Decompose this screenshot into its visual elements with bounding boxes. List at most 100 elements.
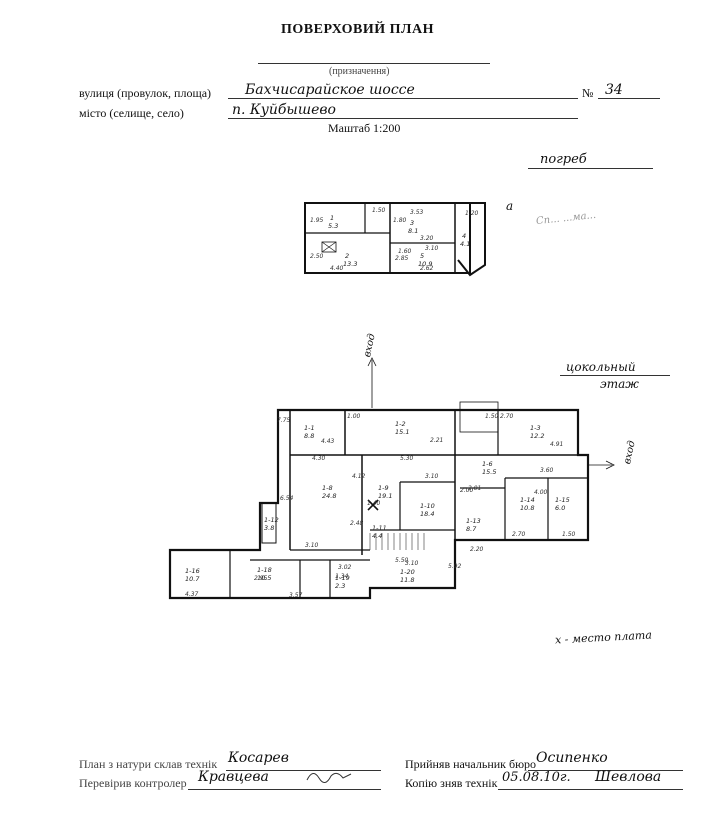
ground-room-id: 1-13 bbox=[466, 517, 481, 525]
ground-room-area: 10.7 bbox=[185, 575, 200, 583]
ground-dimension: 5.92 bbox=[448, 563, 462, 570]
ground-dimension: 4.30 bbox=[312, 455, 326, 462]
basement-dimension: 4.40 bbox=[330, 265, 344, 272]
ground-room-area: 15.1 bbox=[395, 428, 409, 436]
ground-dimension: 2.00 bbox=[460, 487, 474, 494]
basement-dimension: 1.95 bbox=[310, 217, 324, 224]
ground-dimension: 3.10 bbox=[305, 542, 319, 549]
copy-label: Копію зняв технік bbox=[405, 776, 498, 790]
basement-room-area: 13.3 bbox=[343, 260, 357, 268]
ground-dimension: 1.34 bbox=[335, 573, 349, 580]
ground-dimension: 3.60 bbox=[540, 467, 554, 474]
ground-room-area: 2.3 bbox=[335, 582, 345, 590]
ground-room-id: 1-10 bbox=[420, 502, 435, 510]
copy-line bbox=[498, 789, 683, 790]
ground-room-id: 1-2 bbox=[395, 420, 406, 428]
basement-dimension: 1.50 bbox=[372, 207, 386, 214]
basement-dimension: 2.62 bbox=[420, 265, 434, 272]
checker-signature bbox=[305, 766, 355, 786]
basement-room-id: 5 bbox=[420, 252, 424, 260]
basement-dimension: 2.50 bbox=[310, 253, 324, 260]
ground-dimension: 1.50 bbox=[562, 531, 576, 538]
basement-title-line bbox=[528, 168, 653, 169]
checked-line bbox=[188, 789, 381, 790]
ground-dimension: 4.00 bbox=[534, 489, 548, 496]
ground-dimension: 2.70 bbox=[500, 413, 514, 420]
ground-dimension: 4.37 bbox=[185, 591, 199, 598]
basement-room-area: 10.9 bbox=[418, 260, 432, 268]
ground-dimension: 4.91 bbox=[550, 441, 563, 448]
basement-dimension: 3.53 bbox=[410, 209, 424, 216]
ground-dimension: 6.54 bbox=[280, 495, 294, 502]
ground-dimension: 3.10 bbox=[425, 473, 439, 480]
drew-label: План з натури склав технік bbox=[79, 757, 218, 771]
place-line bbox=[228, 118, 578, 119]
ground-room-area: 12.2 bbox=[530, 432, 544, 440]
ground-dimension: 2.21 bbox=[430, 437, 443, 444]
ground-room-id: 1-3 bbox=[530, 424, 541, 432]
ground-dimension: 1.00 bbox=[347, 413, 361, 420]
ground-dimension: 3.10 bbox=[405, 560, 419, 567]
basement-room-id: 4 bbox=[462, 232, 466, 240]
ground-room-area: 24.8 bbox=[322, 492, 336, 500]
ground-room-id: 1-14 bbox=[520, 496, 535, 504]
ground-room-area: 8.8 bbox=[304, 432, 314, 440]
basement-room-id: 1 bbox=[330, 214, 334, 222]
purpose-line bbox=[258, 63, 490, 64]
ground-room-id: 1-6 bbox=[482, 460, 493, 468]
meeting-place-mark bbox=[367, 499, 379, 511]
ground-floor-plan bbox=[168, 357, 615, 600]
ground-room-id: 1-19 bbox=[335, 574, 350, 582]
drew-line bbox=[226, 770, 381, 771]
ground-dimension: 7.75 bbox=[277, 417, 291, 424]
basement-mark: а bbox=[506, 199, 514, 213]
basement-room-area: 8.1 bbox=[408, 227, 418, 235]
number-line bbox=[598, 98, 660, 99]
page-title: ПОВЕРХОВИЙ ПЛАН bbox=[281, 22, 434, 37]
number-label: № bbox=[582, 86, 594, 100]
ground-room-id: 1-16 bbox=[185, 567, 200, 575]
ground-room-id: 1-12 bbox=[264, 516, 279, 524]
ground-dimension: 1.50 bbox=[485, 413, 499, 420]
ground-room-id: 1-8 bbox=[322, 484, 333, 492]
ground-dimension: 2.95 bbox=[254, 575, 268, 582]
ground-room-area: 10.5 bbox=[257, 574, 271, 582]
accepted-value: Осипенко bbox=[536, 750, 608, 766]
basement-dimension: 3.10 bbox=[425, 245, 439, 252]
basement-room-area: 4.1 bbox=[460, 240, 470, 248]
ground-room-area: 11.8 bbox=[400, 576, 414, 584]
checked-label: Перевірив контролер bbox=[79, 776, 187, 790]
ground-dimension: 2.01 bbox=[468, 485, 481, 492]
ground-dimension: 2.48 bbox=[350, 520, 364, 527]
ground-room-area: 8.7 bbox=[466, 525, 477, 533]
ground-dimension: 2.20 bbox=[470, 546, 484, 553]
ground-room-id: 1-20 bbox=[400, 568, 415, 576]
checked-value: Кравцева bbox=[198, 769, 269, 785]
ground-dimension: 4.12 bbox=[352, 473, 366, 480]
ground-dimension: 4.43 bbox=[321, 438, 335, 445]
ground-dimension: 1.40 bbox=[367, 500, 381, 507]
ground-room-area: 18.4 bbox=[420, 510, 434, 518]
place-label: місто (селище, село) bbox=[79, 106, 184, 120]
ground-dimension: 5.50 bbox=[395, 557, 409, 564]
accepted-line bbox=[528, 770, 683, 771]
scale-label: Маштаб 1:200 bbox=[328, 121, 401, 135]
ground-room-area: 19.1 bbox=[378, 492, 392, 500]
ground-title-2: этаж bbox=[600, 377, 639, 391]
place-value: п. Куйбышево bbox=[232, 102, 336, 118]
basement-dimension: 1.80 bbox=[393, 217, 407, 224]
ground-room-area: 10.8 bbox=[520, 504, 534, 512]
basement-plan bbox=[304, 202, 486, 277]
ground-room-area: 3.8 bbox=[264, 524, 274, 532]
ground-room-id: 1-1 bbox=[304, 424, 315, 432]
basement-dimension: 1.20 bbox=[465, 210, 479, 217]
ground-room-area: 6.0 bbox=[555, 504, 565, 512]
ground-room-area: 15.5 bbox=[482, 468, 496, 476]
ground-title-line bbox=[560, 375, 670, 376]
basement-dimension: 1.60 bbox=[398, 248, 412, 255]
street-value: Бахчисарайское шоссе bbox=[245, 82, 415, 98]
ground-room-id: 1-11 bbox=[372, 524, 387, 532]
basement-room-area: 5.3 bbox=[328, 222, 338, 230]
ground-dimension: 3.57 bbox=[289, 592, 303, 599]
accepted-label: Прийняв начальник бюро bbox=[405, 757, 537, 771]
